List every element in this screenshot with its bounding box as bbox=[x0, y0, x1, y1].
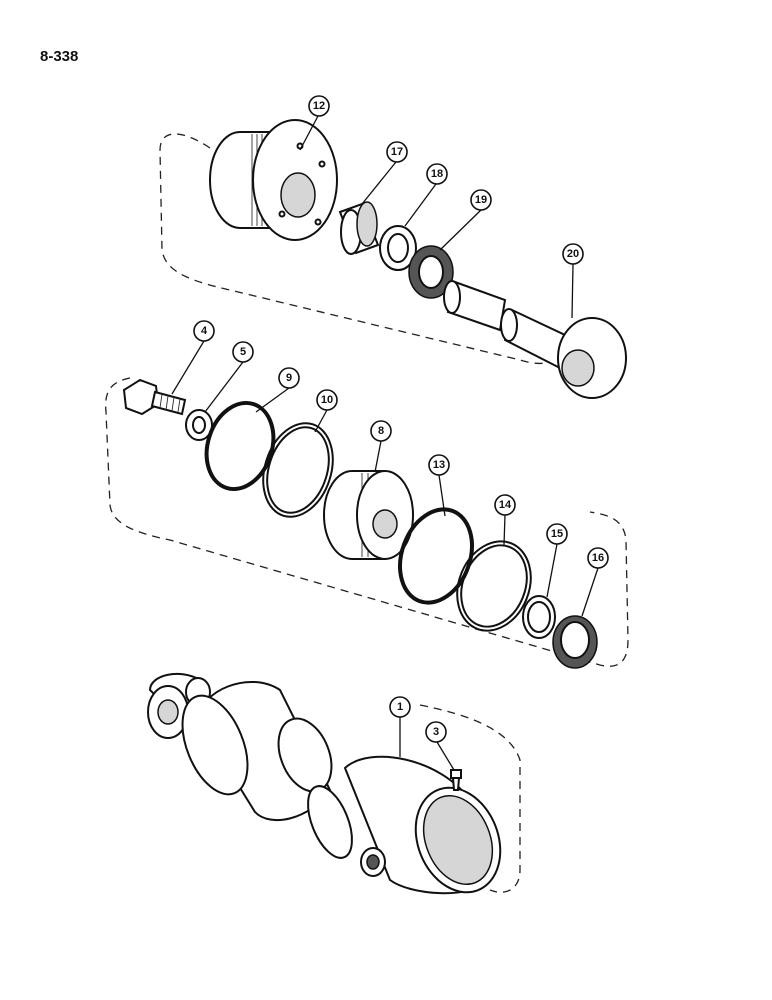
page-number: 8-338 bbox=[40, 48, 79, 65]
callout-17: 17 bbox=[386, 141, 408, 163]
upper-group-outline bbox=[159, 133, 579, 364]
part-14-backup-ring bbox=[456, 540, 532, 632]
svg-text:9: 9 bbox=[286, 372, 292, 384]
leader-lines bbox=[171, 115, 599, 771]
svg-text:3: 3 bbox=[433, 726, 439, 738]
svg-text:1: 1 bbox=[397, 701, 403, 713]
part-10-backup-ring bbox=[262, 422, 334, 518]
part-17-bushing bbox=[338, 201, 380, 255]
part-1-barrel bbox=[307, 755, 502, 895]
callout-16: 16 bbox=[587, 547, 609, 569]
svg-text:4: 4 bbox=[201, 325, 208, 337]
svg-text:8: 8 bbox=[378, 425, 384, 437]
svg-text:5: 5 bbox=[240, 346, 246, 358]
part-18-ring bbox=[379, 225, 417, 271]
part-8-piston bbox=[323, 470, 414, 560]
svg-text:12: 12 bbox=[313, 100, 325, 112]
callout-5: 5 bbox=[232, 341, 254, 363]
svg-text:20: 20 bbox=[567, 248, 579, 260]
svg-text:17: 17 bbox=[391, 146, 403, 158]
callout-15: 15 bbox=[546, 523, 568, 545]
svg-text:15: 15 bbox=[551, 528, 563, 540]
part-9-o-ring bbox=[204, 401, 276, 491]
part-19-seal bbox=[408, 245, 454, 299]
callout-12: 12 bbox=[308, 95, 330, 117]
callout-3: 3 bbox=[425, 721, 447, 743]
callout-9: 9 bbox=[278, 367, 300, 389]
svg-text:19: 19 bbox=[475, 194, 487, 206]
lower-group-outline bbox=[419, 704, 521, 893]
callout-1: 1 bbox=[389, 696, 411, 718]
svg-text:16: 16 bbox=[592, 552, 604, 564]
svg-text:14: 14 bbox=[499, 499, 512, 511]
callout-8: 8 bbox=[370, 420, 392, 442]
callout-13: 13 bbox=[428, 454, 450, 476]
callout-14: 14 bbox=[494, 494, 516, 516]
svg-text:10: 10 bbox=[321, 394, 333, 406]
clevis-barrel bbox=[147, 672, 333, 821]
middle-group-outline bbox=[104, 377, 629, 667]
part-15-ring bbox=[522, 595, 556, 639]
callout-4: 4 bbox=[193, 320, 215, 342]
callout-20: 20 bbox=[562, 243, 584, 265]
callout-10: 10 bbox=[316, 389, 338, 411]
part-4-bolt bbox=[122, 378, 187, 416]
callout-19: 19 bbox=[470, 189, 492, 211]
part-5-washer bbox=[185, 409, 213, 441]
svg-text:18: 18 bbox=[431, 168, 443, 180]
svg-text:13: 13 bbox=[433, 459, 445, 471]
callout-18: 18 bbox=[426, 163, 448, 185]
part-3-fitting bbox=[450, 769, 462, 791]
part-16-wiper-seal bbox=[552, 615, 598, 669]
part-20-rod-eye bbox=[443, 280, 627, 399]
part-12-gland bbox=[209, 119, 338, 241]
